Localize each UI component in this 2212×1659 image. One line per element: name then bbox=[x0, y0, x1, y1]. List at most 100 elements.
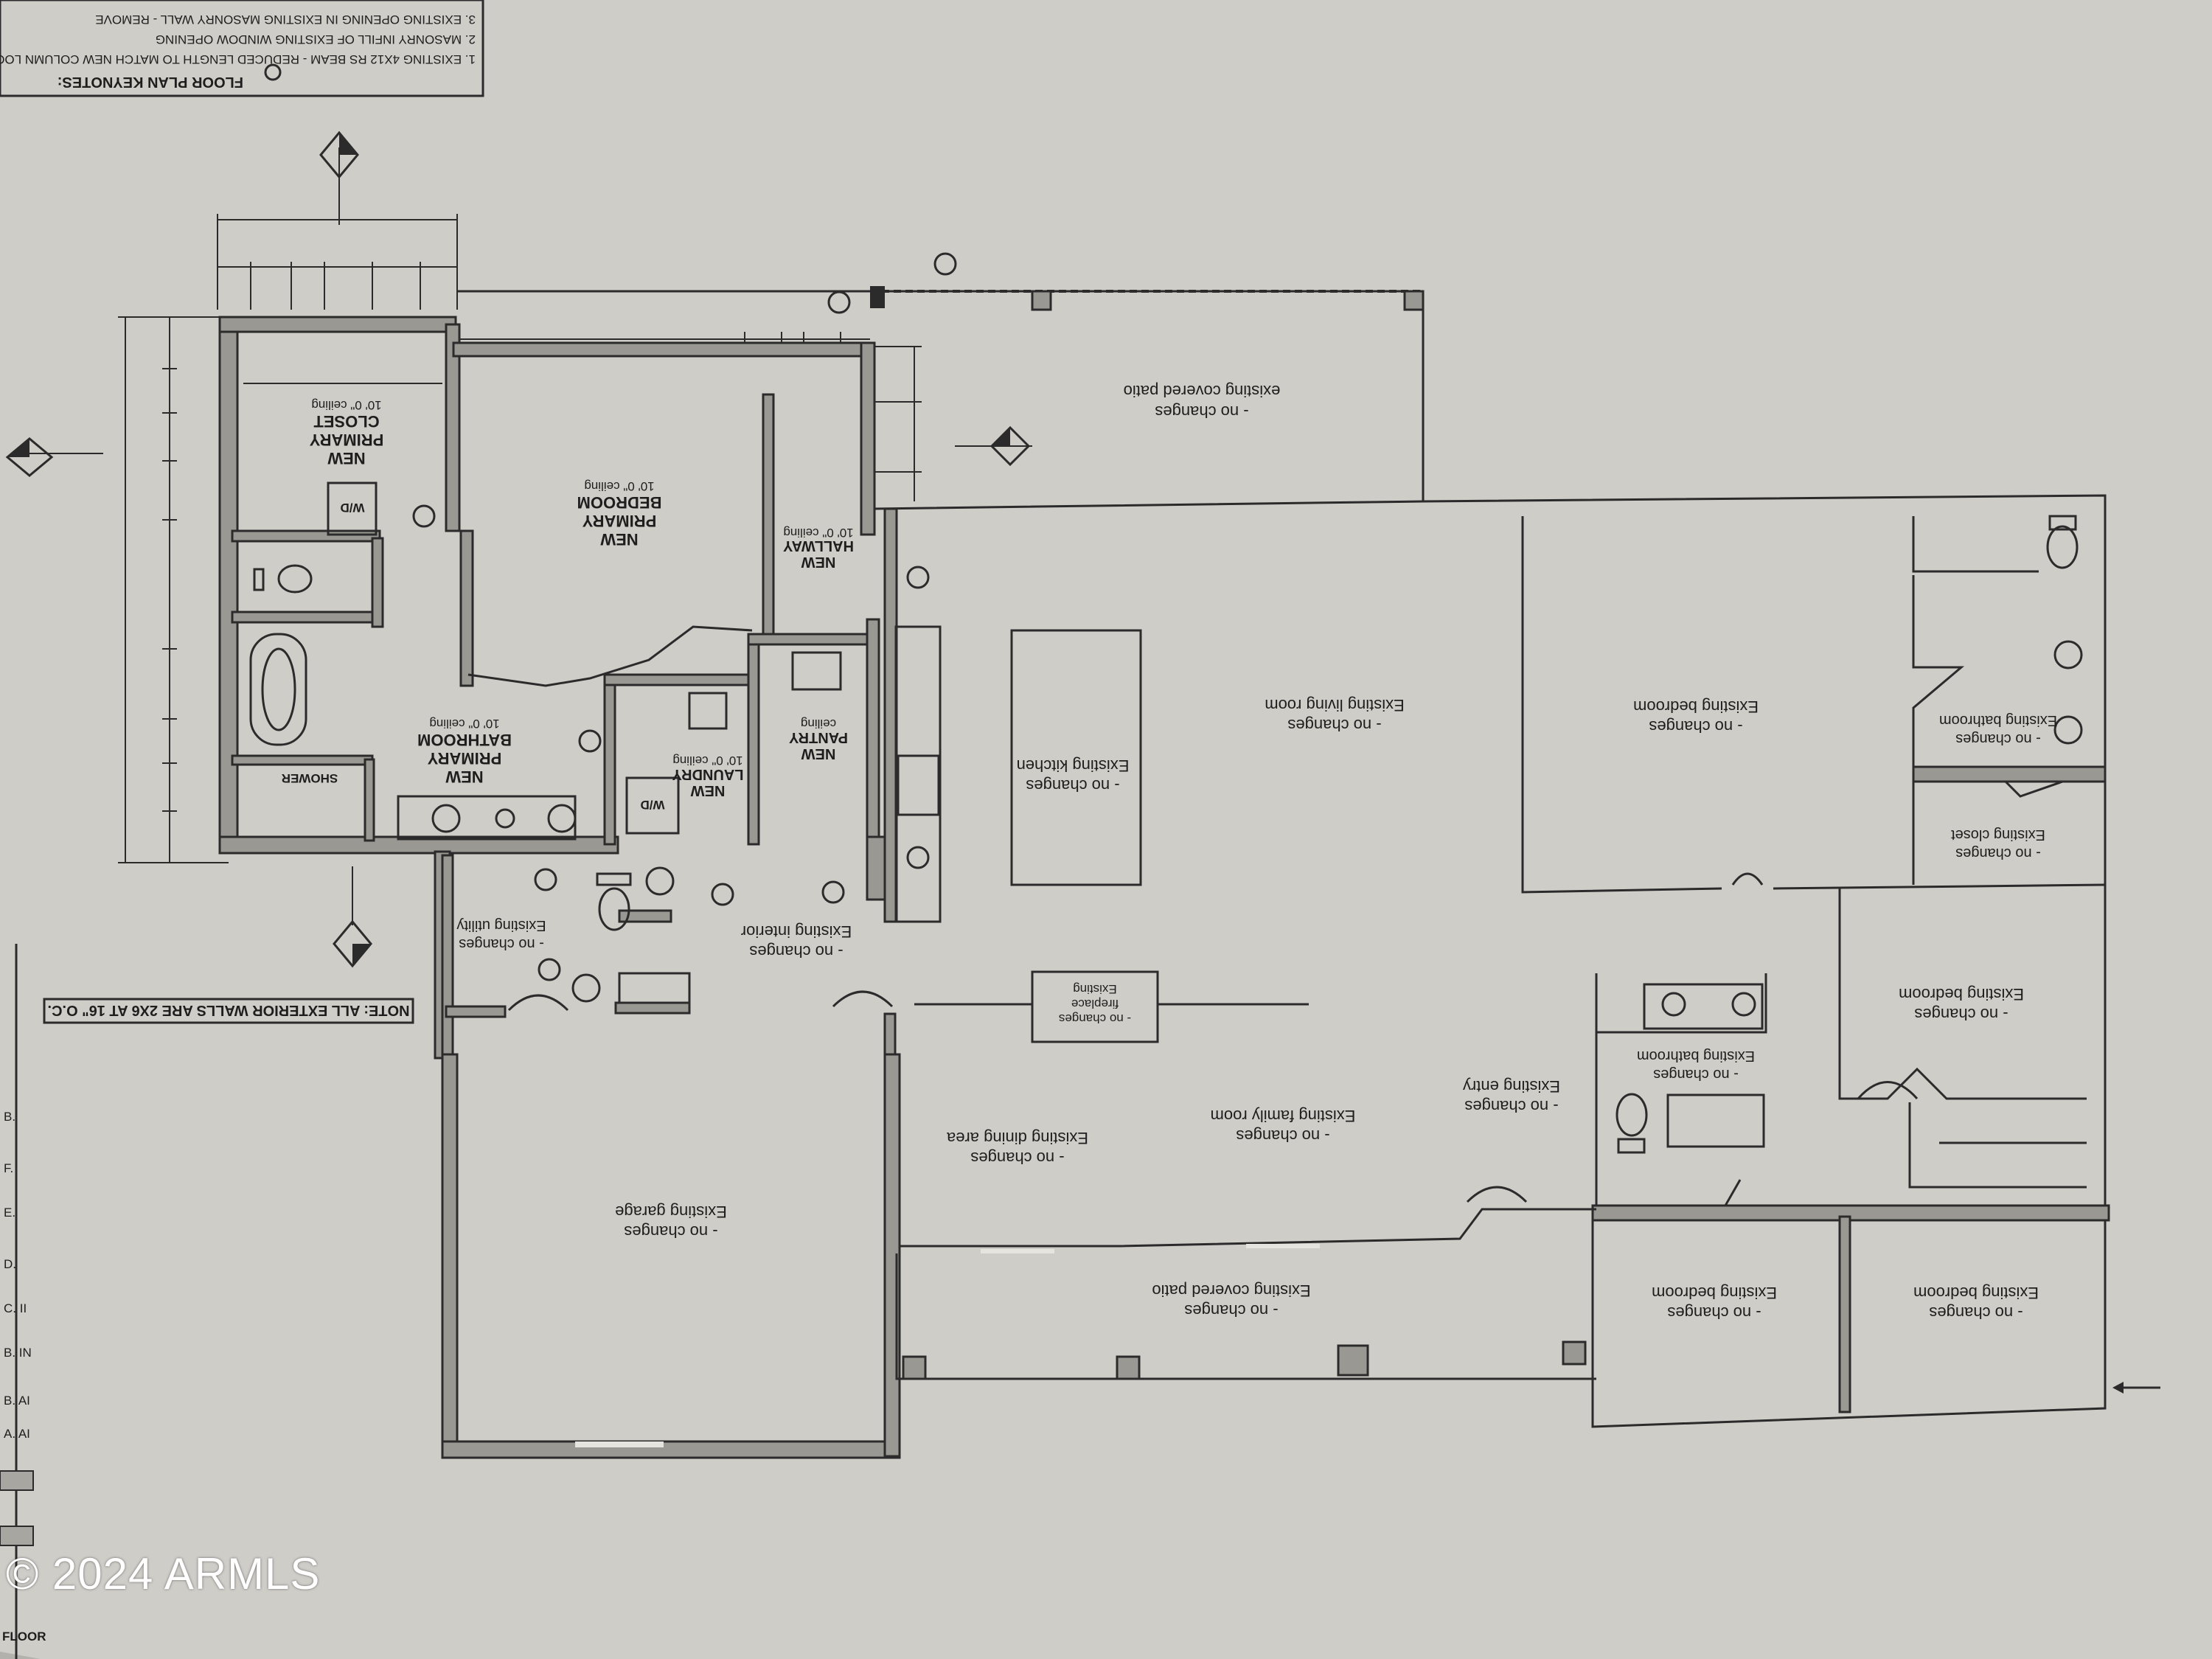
bedroom-title-2: PRIMARY bbox=[582, 512, 656, 530]
svg-text:- no changes: - no changes bbox=[624, 1222, 717, 1241]
exterior-wall-note: NOTE: ALL EXTERIOR WALLS ARE 2X6 AT 16" … bbox=[43, 998, 414, 1024]
exterior-wall-note-text: NOTE: ALL EXTERIOR WALLS ARE 2X6 AT 16" … bbox=[47, 1002, 409, 1018]
label-bath-ne: Existing bathroom - no changes bbox=[1939, 712, 2057, 747]
hallway-ceiling: 10' 0" ceiling bbox=[783, 526, 853, 540]
legend-floor-label: FLOOR bbox=[2, 1630, 46, 1644]
keynote-marker-icon bbox=[264, 63, 282, 81]
svg-text:Existing bathroom: Existing bathroom bbox=[1939, 712, 2057, 728]
label-fireplace: Existing fireplace - no changes bbox=[1059, 982, 1131, 1026]
pantry-ceiling: ceiling bbox=[801, 717, 836, 731]
bathroom-title-1: NEW bbox=[445, 768, 484, 786]
keynotes-box: FLOOR PLAN KEYNOTES: 1. EXISTING 4X12 RS… bbox=[0, 0, 484, 97]
label-utility: Existing utility - no changes bbox=[456, 917, 546, 952]
legend-letter-a: A. AI bbox=[4, 1427, 30, 1441]
room-primary-closet: W/D NEW PRIMARY CLOSET 10' 0" ceiling bbox=[243, 383, 442, 536]
svg-text:- no changes: - no changes bbox=[1955, 845, 2041, 861]
existing-room-labels: Existing living room - no changes Existi… bbox=[456, 696, 2057, 1322]
closet-title-2: PRIMARY bbox=[309, 431, 383, 449]
bathroom-title-3: BATHROOM bbox=[417, 731, 512, 749]
bedroom-ceiling: 10' 0" ceiling bbox=[584, 479, 654, 493]
pantry-title-1: NEW bbox=[801, 745, 836, 762]
keynote-2: 2. MASONRY INFILL OF EXISTING WINDOW OPE… bbox=[156, 32, 476, 46]
svg-text:Existing entry: Existing entry bbox=[1463, 1077, 1560, 1096]
section-marker-bottom bbox=[333, 866, 372, 968]
svg-text:- no changes: - no changes bbox=[1287, 716, 1381, 734]
section-marker-middle bbox=[955, 425, 1032, 467]
keynote-3: 3. EXISTING OPENING IN EXISTING MASONRY … bbox=[95, 13, 476, 27]
label-family-room: Existing family room - no changes bbox=[1211, 1107, 1356, 1145]
label-dining-area: Existing dining area - no changes bbox=[946, 1129, 1088, 1167]
legend-letter-b2: B. IN bbox=[4, 1346, 32, 1360]
svg-text:- no changes: - no changes bbox=[1059, 1012, 1131, 1026]
legend-letter-d: D. bbox=[4, 1257, 16, 1271]
pantry-title-2: PANTRY bbox=[788, 729, 848, 745]
svg-text:- no changes: - no changes bbox=[1914, 1005, 2008, 1023]
laundry-wd-label: W/D bbox=[640, 798, 664, 812]
entry-arrow-icon bbox=[2112, 1382, 2160, 1394]
room-primary-bedroom: NEW PRIMARY BEDROOM 10' 0" ceiling bbox=[577, 479, 662, 549]
svg-text:- no changes: - no changes bbox=[749, 942, 843, 961]
label-interior: Existing interior - no changes bbox=[741, 922, 852, 961]
svg-text:Existing garage: Existing garage bbox=[615, 1203, 727, 1221]
legend-letter-f: F. bbox=[4, 1161, 13, 1175]
legend-letter-g: B. bbox=[4, 1110, 15, 1124]
label-bedroom-ne: Existing bedroom - no changes bbox=[1633, 698, 1759, 736]
svg-text:Existing utility: Existing utility bbox=[456, 917, 546, 933]
svg-text:- no changes: - no changes bbox=[1184, 1301, 1278, 1320]
covered-patio-bottom bbox=[895, 1244, 1596, 1380]
closet-wd-label: W/D bbox=[340, 501, 364, 515]
svg-text:- no changes: - no changes bbox=[1026, 776, 1119, 795]
svg-text:- no changes: - no changes bbox=[1236, 1127, 1329, 1145]
room-laundry: W/D NEW LAUNDRY 10' 0" ceiling bbox=[625, 692, 744, 835]
svg-text:Existing family room: Existing family room bbox=[1211, 1107, 1356, 1125]
svg-text:Existing bedroom: Existing bedroom bbox=[1899, 985, 2024, 1004]
legend-strip: B. F. E. D. C. II B. IN B. AI A. AI FLOO… bbox=[0, 1110, 46, 1644]
svg-text:Existing bedroom: Existing bedroom bbox=[1913, 1284, 2039, 1302]
bathroom-ceiling: 10' 0" ceiling bbox=[429, 717, 499, 731]
label-garage: Existing garage - no changes bbox=[615, 1203, 727, 1241]
closet-ceiling: 10' 0" ceiling bbox=[311, 398, 381, 412]
svg-text:- no changes: - no changes bbox=[459, 936, 544, 952]
keynotes-title: FLOOR PLAN KEYNOTES: bbox=[58, 74, 243, 90]
room-pantry: NEW PANTRY ceiling bbox=[788, 651, 848, 762]
laundry-title-2: LAUNDRY bbox=[672, 766, 744, 782]
svg-text:Existing bedroom: Existing bedroom bbox=[1633, 698, 1759, 716]
legend-letter-e: E. bbox=[4, 1206, 15, 1220]
label-closet-ne: Existing closet - no changes bbox=[1951, 827, 2045, 861]
label-bath-mid: Existing bathroom - no changes bbox=[1637, 1048, 1755, 1082]
svg-text:Existing bedroom: Existing bedroom bbox=[1652, 1284, 1777, 1302]
laundry-ceiling: 10' 0" ceiling bbox=[672, 754, 742, 768]
hallway-title-2: HALLWAY bbox=[782, 538, 854, 554]
legend-letter-b1: B. AI bbox=[4, 1394, 30, 1408]
laundry-title-1: NEW bbox=[691, 782, 726, 799]
svg-text:fireplace: fireplace bbox=[1071, 997, 1119, 1011]
room-hallway: NEW HALLWAY 10' 0" ceiling bbox=[782, 526, 854, 570]
bedroom-title-1: NEW bbox=[600, 530, 639, 549]
label-entry: Existing entry - no changes bbox=[1463, 1077, 1560, 1116]
dimension-lines bbox=[118, 214, 922, 863]
closet-title-3: CLOSET bbox=[313, 412, 380, 431]
svg-text:Existing covered patio: Existing covered patio bbox=[1152, 1281, 1310, 1300]
svg-text:- no changes: - no changes bbox=[1929, 1304, 2023, 1322]
svg-text:- no changes: - no changes bbox=[1653, 1066, 1739, 1082]
svg-text:Existing bathroom: Existing bathroom bbox=[1637, 1048, 1755, 1064]
svg-text:- no changes: - no changes bbox=[1955, 731, 2041, 747]
svg-text:- no changes: - no changes bbox=[1667, 1304, 1761, 1322]
watermark: © 2024 ARMLS bbox=[6, 1549, 321, 1599]
label-kitchen: Existing kitchen - no changes bbox=[1017, 757, 1130, 795]
keynote-tags bbox=[412, 504, 930, 981]
svg-text:- no changes: - no changes bbox=[1649, 717, 1742, 736]
svg-text:- no changes: - no changes bbox=[1464, 1097, 1558, 1116]
keynote-1: 1. EXISTING 4X12 RS BEAM - REDUCED LENGT… bbox=[0, 52, 476, 66]
shower-label: SHOWER bbox=[282, 771, 338, 785]
closet-title-1: NEW bbox=[327, 449, 366, 467]
section-marker-left bbox=[5, 437, 103, 477]
label-living-room: Existing living room - no changes bbox=[1265, 696, 1405, 734]
legend-letter-c: C. II bbox=[4, 1301, 27, 1315]
svg-text:Existing closet: Existing closet bbox=[1951, 827, 2045, 843]
interior-walls bbox=[441, 854, 894, 1056]
beam-callout bbox=[827, 252, 957, 314]
svg-text:Existing kitchen: Existing kitchen bbox=[1017, 757, 1130, 775]
